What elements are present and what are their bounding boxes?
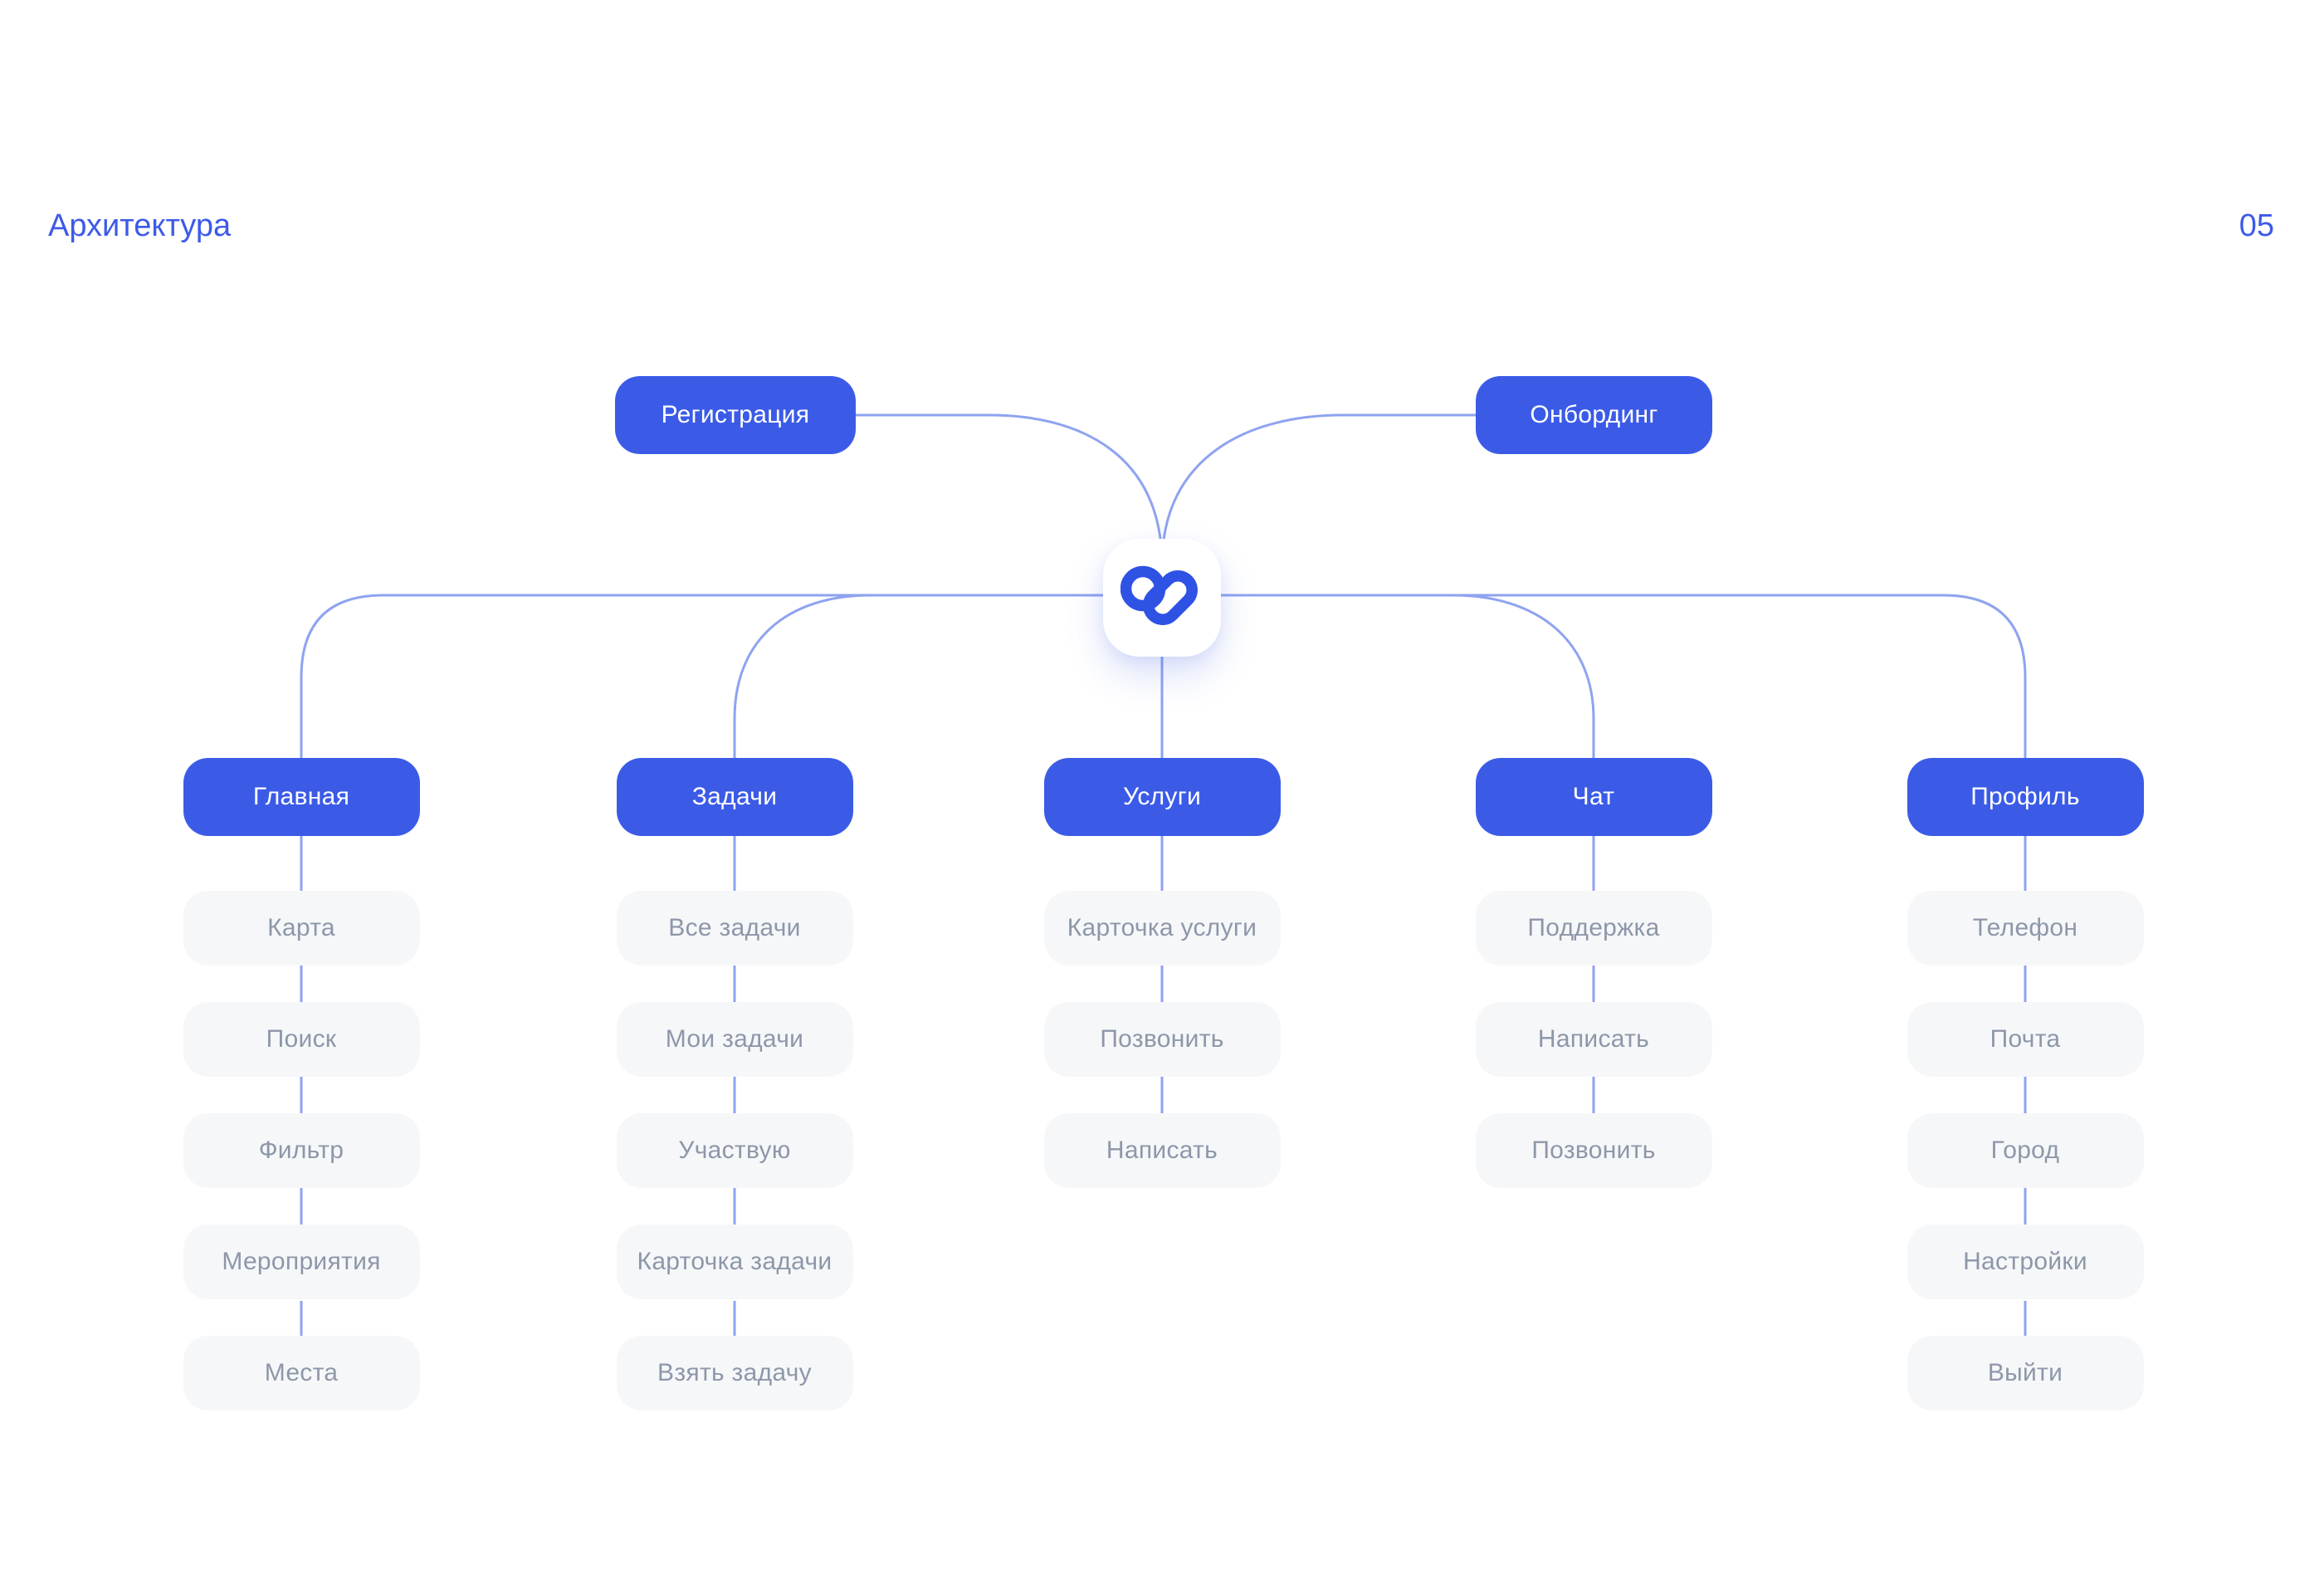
subnode-support: Поддержка xyxy=(1475,891,1712,965)
column-zadachi: Задачи Все задачи Мои задачи Участвую Ка… xyxy=(616,758,853,1410)
subnode-call: Позвонить xyxy=(1475,1113,1712,1188)
subnode-service-card: Карточка услуги xyxy=(1043,891,1281,965)
node-main: Главная xyxy=(183,758,420,836)
node-registration: Регистрация xyxy=(615,376,856,454)
app-logo xyxy=(1103,539,1221,657)
subnode-call: Позвонить xyxy=(1043,1002,1281,1077)
node-tasks: Задачи xyxy=(616,758,853,836)
page-title: Архитектура xyxy=(48,208,232,243)
column-uslugi: Услуги Карточка услуги Позвонить Написат… xyxy=(1043,758,1281,1188)
subnode-phone: Телефон xyxy=(1907,891,2144,965)
node-chat: Чат xyxy=(1475,758,1712,836)
subnode-city: Город xyxy=(1907,1113,2144,1188)
subnode-write: Написать xyxy=(1475,1002,1712,1077)
subnode-email: Почта xyxy=(1907,1002,2144,1077)
subnode-task-card: Карточка задачи xyxy=(616,1225,853,1299)
column-glavnaya: Главная Карта Поиск Фильтр Мероприятия М… xyxy=(183,758,420,1410)
heart-logo-icon xyxy=(1120,565,1204,630)
subnode-take-task: Взять задачу xyxy=(616,1336,853,1410)
node-services: Услуги xyxy=(1043,758,1281,836)
node-profile: Профиль xyxy=(1907,758,2144,836)
subnode-write: Написать xyxy=(1043,1113,1281,1188)
column-chat: Чат Поддержка Написать Позвонить xyxy=(1475,758,1712,1188)
node-onboarding: Онбординг xyxy=(1476,376,1712,454)
subnode-all-tasks: Все задачи xyxy=(616,891,853,965)
subnode-logout: Выйти xyxy=(1907,1336,2144,1410)
subnode-map: Карта xyxy=(183,891,420,965)
page-number: 05 xyxy=(2239,208,2274,243)
subnode-settings: Настройки xyxy=(1907,1225,2144,1299)
column-profil: Профиль Телефон Почта Город Настройки Вы… xyxy=(1907,758,2144,1410)
subnode-participating: Участвую xyxy=(616,1113,853,1188)
subnode-events: Мероприятия xyxy=(183,1225,420,1299)
subnode-search: Поиск xyxy=(183,1002,420,1077)
subnode-filter: Фильтр xyxy=(183,1113,420,1188)
subnode-my-tasks: Мои задачи xyxy=(616,1002,853,1077)
subnode-places: Места xyxy=(183,1336,420,1410)
